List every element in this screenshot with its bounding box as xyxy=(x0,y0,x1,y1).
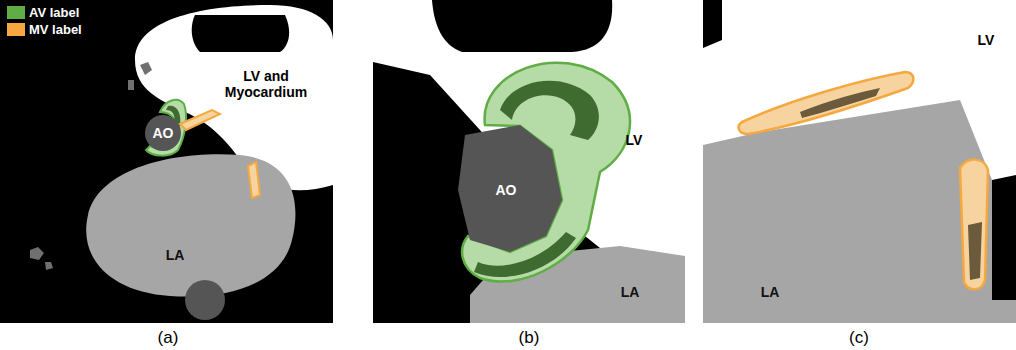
panel-b xyxy=(373,0,685,323)
legend-entry: AV label xyxy=(7,5,79,20)
panel-caption: (a) xyxy=(158,328,179,348)
legend-swatch xyxy=(7,6,25,19)
region-label: LV and Myocardium xyxy=(216,68,316,100)
panel-a xyxy=(0,0,333,323)
mitral-valve-label xyxy=(960,160,988,290)
region-label: LA xyxy=(166,247,185,263)
region-label: LA xyxy=(761,284,780,300)
aortic-valve-label xyxy=(146,100,186,156)
region-label: LV xyxy=(978,32,995,48)
background xyxy=(373,0,685,323)
aorta-region xyxy=(458,125,562,252)
legend-text: AV label xyxy=(29,5,79,20)
mitral-valve-leaflet xyxy=(968,222,982,280)
legend-swatch xyxy=(7,23,25,36)
lv-region xyxy=(703,0,1016,323)
panel-caption: (c) xyxy=(849,328,869,348)
region-label: LV xyxy=(626,132,643,148)
background xyxy=(0,0,333,323)
region-label: LA xyxy=(621,284,640,300)
panel-c xyxy=(703,0,1016,323)
mitral-valve-leaflet xyxy=(800,88,880,118)
mitral-valve-label xyxy=(739,72,914,134)
mitral-valve-label xyxy=(248,162,260,198)
descending-aorta xyxy=(185,280,225,320)
mitral-valve-label xyxy=(180,110,220,130)
left-atrium-region xyxy=(86,154,295,296)
background xyxy=(992,175,1016,300)
region-label: AO xyxy=(153,125,174,141)
background xyxy=(703,0,722,48)
region-label: AO xyxy=(496,182,517,198)
lv-cavity-hole xyxy=(192,15,289,52)
panel-caption: (b) xyxy=(519,328,540,348)
aorta-region xyxy=(145,115,181,151)
legend-entry: MV label xyxy=(7,22,82,37)
lv-cavity-hole xyxy=(432,0,612,52)
legend-text: MV label xyxy=(29,22,82,37)
